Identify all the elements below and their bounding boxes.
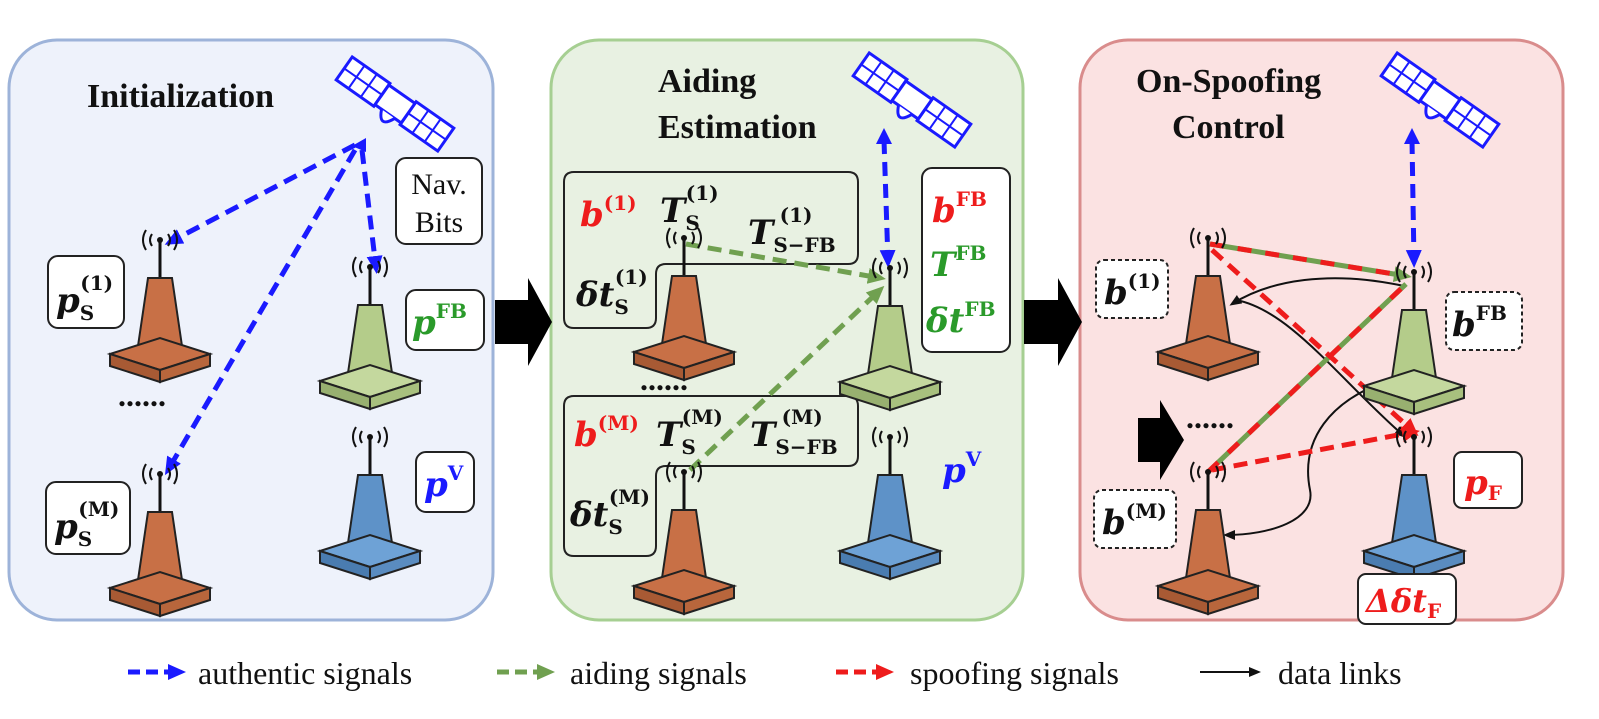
legend-spoofing-label: spoofing signals [910,655,1119,691]
authentic-signal-source-arrow [1404,128,1420,144]
label-tsfbm: TS−FB(M) [750,405,838,459]
label-bm: b(M) [574,411,639,455]
ellipsis-dots: ...... [1186,399,1234,435]
tower-fallback [836,257,944,412]
authentic-signal-line [1405,139,1422,268]
tower-spoofer-1 [106,229,214,384]
label-box-pf [1453,451,1523,509]
label-ps1: pS(1) [56,271,113,325]
label-box-bm [1093,489,1177,549]
tower-spoofer-m [1154,461,1262,616]
label-dts1: δtS(1) [575,265,648,319]
nav-bits-box [395,157,483,245]
label-ts1: TS(1) [660,181,719,235]
title-spoofing-line2: Control [1172,109,1285,146]
label-tsm: TS(M) [656,405,723,459]
authentic-signal-line [164,148,358,476]
title-aiding-line1: Aiding [658,63,756,100]
flow-arrow-1 [495,278,552,366]
tower-spoofer-m [106,463,214,618]
nav-bits-line2: Bits [415,206,463,239]
data-link [1223,379,1391,540]
label-bfb: bFB [932,187,987,231]
label-tfb: TFB [930,241,986,285]
flow-arrow-2 [1024,278,1082,366]
tower-spoofer-1 [1154,227,1262,382]
spoofing-signal-line [1211,426,1420,473]
label-pv: pV [942,447,982,491]
panel-aiding-estimation [549,38,1025,622]
label-pv: pV [424,461,464,505]
aiding-signal-line [685,241,886,284]
label-box-pfb [405,289,485,351]
ellipsis-dots: ...... [640,361,688,397]
label-bfb: bFB [1452,301,1507,345]
tower-victim [836,426,944,581]
label-box-b1 [1095,259,1169,319]
label-psm: pS(M) [54,497,119,551]
label-b1: b(1) [1104,269,1161,313]
label-box-pv [415,451,475,513]
group-bracket-1 [563,171,859,329]
spoofing-signal-line [1206,282,1408,474]
authentic-signal-line [164,142,357,245]
authentic-signal-source-arrow [876,128,892,144]
nav-bits-line1: Nav. [411,168,467,201]
title-initialization: Initialization [87,78,274,115]
spoofing-signal-line [1209,241,1412,282]
flow-arrow-3 [1138,400,1184,480]
legend-data-label: data links [1278,655,1402,691]
label-box-ps1 [47,255,125,329]
label-dtfb: δtFB [925,297,996,341]
legend-aiding-label: aiding signals [570,655,747,691]
tower-spoofer-1 [630,227,738,382]
label-box-ddtf [1357,573,1457,625]
authentic-signal-line [359,149,383,274]
group-bracket-m [563,395,859,557]
legend-authentic-label: authentic signals [198,655,412,691]
title-aiding-line2: Estimation [658,109,817,146]
label-box-psm [45,481,131,555]
data-link [1229,277,1405,306]
ellipsis-dots: ...... [118,377,166,413]
tower-fallback [316,256,424,411]
label-tsfb1: TS−FB(1) [748,203,836,257]
title-spoofing-line1: On-Spoofing [1136,63,1321,100]
label-ddtf: ΔδtF [1364,582,1441,623]
tower-spoofer-m [630,461,738,616]
fb-params-box [921,167,1011,353]
label-box-bfb [1445,291,1523,351]
label-pfb: pFB [412,299,467,343]
label-pf: pF [1464,463,1502,505]
label-bm: b(M) [1102,499,1167,543]
legend: authentic signals aiding signals spoofin… [128,655,1402,691]
label-b1: b(1) [580,191,637,235]
tower-victim [316,426,424,581]
data-link [1235,299,1407,438]
label-dtsm: δtS(M) [569,485,650,539]
panel-on-spoofing-control [1078,38,1565,622]
tower-fallback [1360,261,1468,416]
authentic-signal-line [879,139,896,268]
authentic-signal-source-arrow [352,138,366,152]
